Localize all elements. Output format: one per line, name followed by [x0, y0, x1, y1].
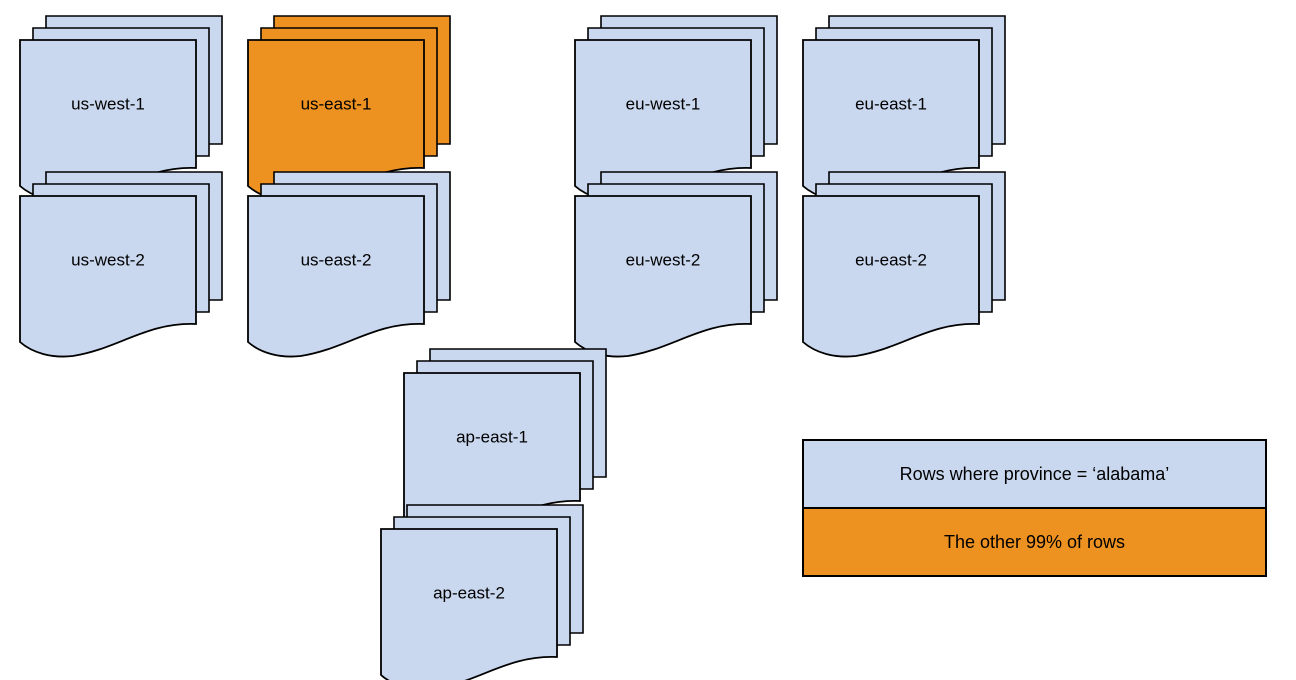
stack-label-eu-west-2: eu-west-2 [626, 250, 701, 269]
document-stack-us-west-1[interactable]: us-west-1 [19, 15, 223, 202]
document-stack-eu-west-2[interactable]: eu-west-2 [574, 171, 778, 358]
legend-label: The other 99% of rows [944, 532, 1125, 552]
document-stack-ap-east-2[interactable]: ap-east-2 [380, 504, 584, 680]
document-stack-eu-west-1[interactable]: eu-west-1 [574, 15, 778, 202]
legend-group: Rows where province = ‘alabama’ The other… [802, 439, 1267, 577]
stack-front-sheet [247, 195, 425, 358]
stack-label-us-east-2: us-east-2 [301, 250, 372, 269]
document-stack-us-west-2[interactable]: us-west-2 [19, 171, 223, 358]
document-stack-eu-east-2[interactable]: eu-east-2 [802, 171, 1006, 358]
legend-row-alabama: Rows where province = ‘alabama’ [802, 439, 1267, 509]
stack-front-sheet [802, 195, 980, 358]
stack-label-us-west-1: us-west-1 [71, 94, 145, 113]
stack-label-eu-east-2: eu-east-2 [855, 250, 927, 269]
document-stack-eu-east-1[interactable]: eu-east-1 [802, 15, 1006, 202]
legend-swatch [802, 507, 1267, 577]
document-stacks-group: us-west-1 us-west-2 us-east-1 us-east-2 eu-w… [19, 15, 1006, 680]
stack-label-us-west-2: us-west-2 [71, 250, 145, 269]
legend-label: Rows where province = ‘alabama’ [900, 464, 1170, 484]
legend-row-other: The other 99% of rows [802, 507, 1267, 577]
stack-front-sheet [380, 528, 558, 680]
document-stack-ap-east-1[interactable]: ap-east-1 [403, 348, 607, 535]
document-stack-us-east-1[interactable]: us-east-1 [247, 15, 451, 202]
stack-label-us-east-1: us-east-1 [301, 94, 372, 113]
stack-label-ap-east-1: ap-east-1 [456, 427, 528, 446]
stack-label-eu-west-1: eu-west-1 [626, 94, 701, 113]
document-stack-us-east-2[interactable]: us-east-2 [247, 171, 451, 358]
stack-label-eu-east-1: eu-east-1 [855, 94, 927, 113]
stack-front-sheet [19, 195, 197, 358]
stack-label-ap-east-2: ap-east-2 [433, 583, 505, 602]
